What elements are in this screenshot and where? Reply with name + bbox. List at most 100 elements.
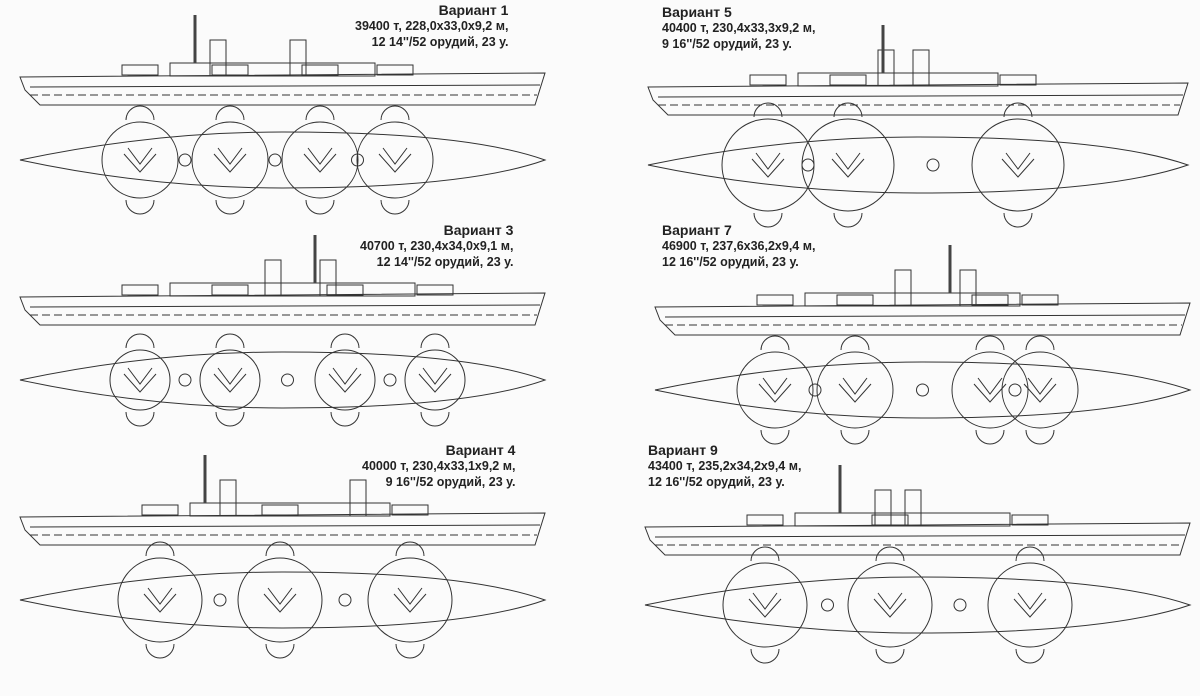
secondary-gun-arc	[145, 643, 175, 659]
turret-profile	[376, 64, 414, 76]
secondary-gun-arc	[840, 335, 870, 351]
variant-title: Вариант 5	[662, 4, 732, 20]
secondary-gun-arc	[125, 333, 155, 349]
funnel-plan	[926, 158, 940, 172]
funnel-plan	[268, 153, 282, 167]
turret-arc	[987, 562, 1073, 648]
turret-profile	[829, 74, 867, 86]
hull-profile	[19, 72, 546, 106]
turret-arc	[801, 118, 895, 212]
hull-plan	[647, 136, 1190, 194]
hull-plan	[644, 576, 1192, 634]
secondary-gun-arc	[330, 333, 360, 349]
turret-plan	[751, 152, 785, 178]
turret-arc	[816, 351, 894, 429]
turret-profile	[971, 294, 1009, 306]
ship-variant-drawing	[19, 15, 547, 215]
variant-title: Вариант 3	[443, 222, 514, 238]
secondary-gun-arc	[265, 643, 295, 659]
turret-plan	[1013, 592, 1047, 618]
turret-profile	[749, 74, 787, 86]
turret-plan	[123, 147, 157, 173]
turret-arc	[237, 557, 323, 643]
funnel-plan	[338, 593, 352, 607]
hull-plan	[19, 131, 547, 189]
turret-plan	[873, 592, 907, 618]
armor-belt-line	[654, 534, 1186, 538]
variant-9-caption: Вариант 9 43400 т, 235,2x34,2x9,4 м, 12 …	[648, 442, 801, 490]
variant-armament: 12 16''/52 орудий, 23 у.	[648, 475, 785, 489]
variant-specs: 46900 т, 237,6x36,2x9,4 м,	[662, 239, 816, 253]
secondary-gun-arc	[1015, 546, 1045, 562]
variant-specs: 40400 т, 230,4x33,3x9,2 м,	[662, 21, 816, 35]
turret-profile	[836, 294, 874, 306]
secondary-gun-arc	[1025, 429, 1055, 445]
variant-title: Вариант 1	[438, 2, 509, 18]
turret-profile	[1011, 514, 1049, 526]
turret-arc	[367, 557, 453, 643]
secondary-gun-arc	[833, 212, 863, 228]
armor-belt-line	[29, 524, 541, 528]
turret-profile	[391, 504, 429, 516]
funnel-plan	[821, 598, 834, 612]
hull-profile	[647, 82, 1189, 116]
variant-armament: 12 16''/52 орудий, 23 у.	[662, 255, 799, 269]
turret-profile	[1021, 294, 1059, 306]
secondary-gun-arc	[1025, 335, 1055, 351]
secondary-gun-arc	[753, 212, 783, 228]
turret-arc	[356, 121, 434, 199]
turret-arc	[281, 121, 359, 199]
superstructure	[797, 72, 999, 87]
funnel	[874, 489, 892, 527]
funnel-plan	[383, 373, 397, 387]
turret-plan	[393, 587, 427, 613]
variant-5-caption: Вариант 5 40400 т, 230,4x33,3x9,2 м, 9 1…	[662, 4, 815, 52]
turret-profile	[211, 284, 249, 296]
turret-arc	[721, 118, 815, 212]
turret-arc	[847, 562, 933, 648]
variant-specs: 39400 т, 228,0x33,0x9,2 м,	[355, 19, 509, 33]
turret-arc	[109, 349, 171, 411]
secondary-gun-arc	[833, 102, 863, 118]
turret-plan	[831, 152, 865, 178]
turret-arc	[1001, 351, 1079, 429]
turret-plan	[748, 592, 782, 618]
turret-arc	[951, 351, 1029, 429]
hull-plan	[19, 351, 547, 409]
turret-plan	[378, 147, 412, 173]
turret-plan	[973, 377, 1007, 403]
turret-profile	[121, 64, 159, 76]
turret-plan	[303, 147, 337, 173]
funnel	[219, 479, 237, 517]
secondary-gun-arc	[305, 105, 335, 121]
funnel	[289, 39, 307, 77]
turret-profile	[756, 294, 794, 306]
secondary-gun-arc	[305, 199, 335, 215]
superstructure	[169, 282, 416, 297]
secondary-gun-arc	[975, 335, 1005, 351]
turret-arc	[191, 121, 269, 199]
secondary-gun-arc	[875, 648, 905, 664]
turret-arc	[722, 562, 808, 648]
funnel	[912, 49, 930, 87]
turret-plan	[143, 587, 177, 613]
variant-armament: 9 16''/52 орудий, 23 у.	[385, 475, 516, 489]
turret-arc	[404, 349, 466, 411]
secondary-gun-arc	[125, 105, 155, 121]
superstructure	[804, 292, 1021, 307]
secondary-gun-arc	[395, 643, 425, 659]
turret-profile	[301, 64, 339, 76]
turret-profile	[999, 74, 1037, 86]
variant-armament: 12 14''/52 орудий, 23 у.	[371, 35, 509, 49]
hull-profile	[19, 512, 546, 546]
ship-variant-drawing	[19, 455, 547, 659]
hull-profile	[654, 302, 1191, 336]
funnel	[904, 489, 922, 527]
hull-profile	[19, 292, 546, 326]
turret-plan	[1001, 152, 1035, 178]
funnel-plan	[1008, 383, 1022, 397]
secondary-gun-arc	[395, 541, 425, 557]
turret-plan	[263, 587, 297, 613]
